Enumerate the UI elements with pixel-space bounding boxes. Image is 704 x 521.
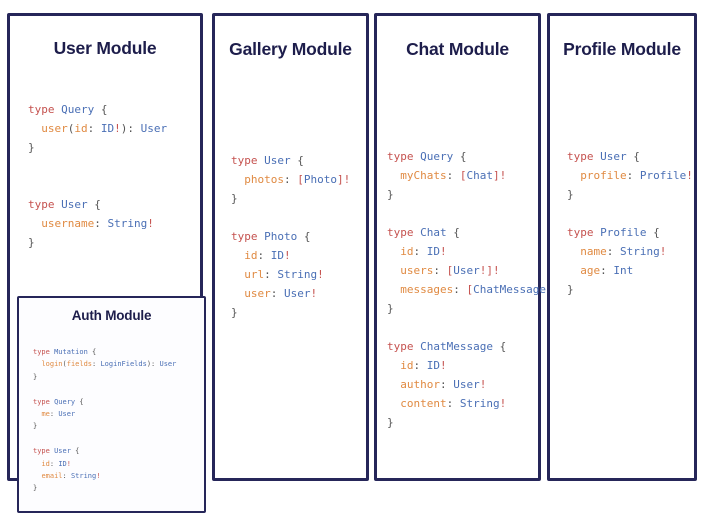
panel-gallery-module-code: type User { photos: [Photo]! } type Phot… xyxy=(231,154,351,319)
panel-auth-module-code: type Mutation { login(fields: LoginField… xyxy=(33,348,177,493)
panel-auth-module-title: Auth Module xyxy=(71,308,152,323)
panel-gallery-module-inner: Gallery Module type User { photos: [Phot… xyxy=(215,39,366,501)
panel-chat-module-code: type Query { myChats: [Chat]! } type Cha… xyxy=(387,150,559,429)
panel-chat-module-inner: Chat Module type Query { myChats: [Chat]… xyxy=(377,39,559,501)
panel-user-module-inner: User Module type Query { user(id: ID!): … xyxy=(10,38,206,513)
panel-gallery-module[interactable]: Gallery Module type User { photos: [Phot… xyxy=(212,13,369,481)
panel-profile-module-code: type User { profile: Profile! } type Pro… xyxy=(567,150,693,296)
panel-chat-module[interactable]: Chat Module type Query { myChats: [Chat]… xyxy=(374,13,559,481)
panel-auth-module-inner: Auth Module type Mutation { login(fields… xyxy=(19,308,204,521)
panel-user-module-code: type Query { user(id: ID!): User } type … xyxy=(28,103,168,249)
panel-chat-module-title: Chat Module xyxy=(406,39,509,59)
panel-user-module[interactable]: User Module type Query { user(id: ID!): … xyxy=(7,13,206,513)
panel-profile-module-title: Profile Module xyxy=(563,39,681,59)
panel-gallery-module-title: Gallery Module xyxy=(229,39,352,59)
panel-auth-module[interactable]: Auth Module type Mutation { login(fields… xyxy=(17,296,206,513)
panel-user-module-title: User Module xyxy=(53,38,157,58)
panel-profile-module[interactable]: Profile Module type User { profile: Prof… xyxy=(547,13,697,481)
panel-profile-module-inner: Profile Module type User { profile: Prof… xyxy=(550,39,694,501)
